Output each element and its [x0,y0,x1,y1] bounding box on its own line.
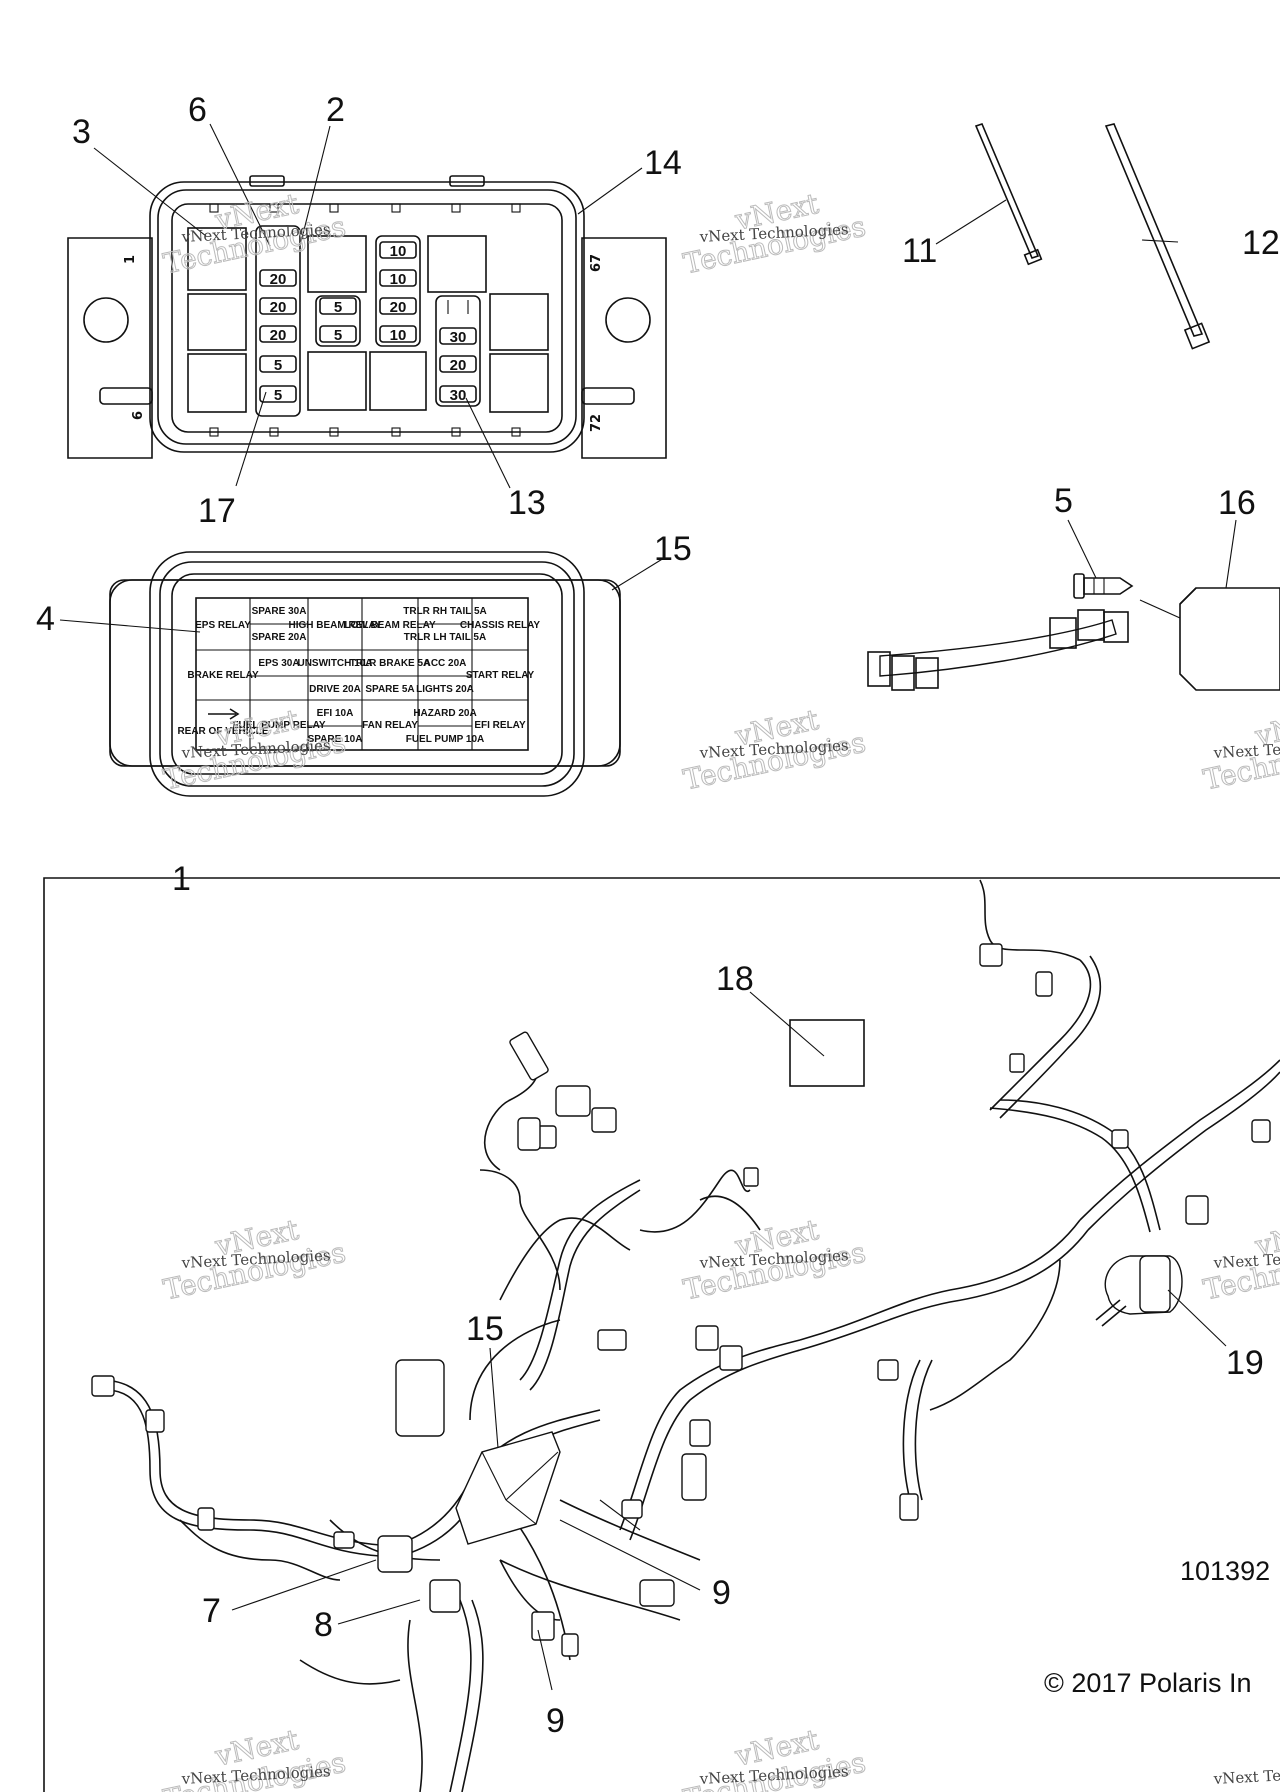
chart-cell: EPS 30A [258,658,299,669]
callout-8: 8 [314,1606,333,1644]
fuse-column-4: 30 20 30 [435,295,481,407]
fuse-value: 10 [390,327,407,344]
label-decal [789,1019,865,1087]
chart-cell: SPARE 20A [252,632,307,643]
housing-slots [209,203,521,437]
fuse-column-2: 5 5 [315,295,361,347]
fuse-value: 20 [270,299,287,316]
fuse-label-chart: EPS RELAY SPARE 30A SPARE 20A HIGH BEAM … [177,597,541,751]
callout-12: 12 [1242,224,1280,262]
chart-cell: START RELAY [466,670,535,681]
callout-1: 1 [172,860,191,898]
copyright-notice: © 2017 Polaris In [1044,1668,1252,1698]
watermark-text: vNext Technologies [1212,1246,1280,1272]
chart-cell: EFI 10A [317,708,354,719]
callout-16: 16 [1218,484,1256,522]
chart-cell: FUEL PUMP 10A [406,734,485,745]
callout-9: 9 [712,1574,731,1612]
chart-cell: LOW BEAM RELAY [344,620,436,631]
watermark-text: vNext Technologies [1212,736,1280,762]
watermark-text: vNext Technologies [1212,1762,1280,1788]
diagram-part-number: 101392 [1180,1556,1270,1586]
chart-cell: TRLR RH TAIL 5A [403,606,487,617]
screw [1073,573,1134,599]
leader-lines [59,123,1237,1691]
callout-13: 13 [508,484,546,522]
fuse-column-3: 10 10 20 10 [375,235,421,347]
main-harness-frame [43,877,1280,1792]
chart-cell: BRAKE RELAY [187,670,259,681]
fuse-value: 5 [334,327,342,344]
callout-18: 18 [716,960,754,998]
fuse-value: 30 [450,387,467,404]
callout-numbers: 3 6 2 14 11 12 17 13 5 16 15 4 1 18 15 1… [36,91,1280,1740]
cable-tie-long [1104,123,1211,350]
callout-15: 15 [466,1310,504,1348]
fuse-value: 5 [334,299,342,316]
fuse-value: 20 [390,299,407,316]
chart-cell: HIGH BEAM RELAY [289,620,382,631]
chart-cell: EFI RELAY [474,720,526,731]
callout-7: 7 [202,1592,221,1630]
chart-cell: FUEL PUMP RELAY [232,720,325,731]
chart-cell: TRLR LH TAIL 5A [404,632,486,643]
fuse-box-assembly: 20 20 20 5 5 5 5 10 10 20 10 [67,175,667,459]
callout-19: 19 [1226,1344,1264,1382]
chart-cell: DRIVE 20A [309,684,361,695]
fuse-value: 20 [270,327,287,344]
callout-3: 3 [72,113,91,151]
fuse-box-cover: EPS RELAY SPARE 30A SPARE 20A HIGH BEAM … [109,551,621,797]
main-wire-harness [91,879,1280,1792]
callout-15: 15 [654,530,692,568]
chart-cell: UNSWITCH 10A [297,658,372,669]
chart-cell: REAR OF VEHICLE [177,726,268,737]
chart-cell: SPARE 10A [308,734,363,745]
chart-cell: LIGHTS 20A [416,684,474,695]
pin-label: 67 [589,254,604,272]
callout-9: 9 [546,1702,565,1740]
fuse-value: 10 [390,243,407,260]
fuse-value: 30 [450,329,467,346]
fuse-value: 20 [270,271,287,288]
pin-label: 6 [131,411,146,420]
sub-harness [867,587,1280,691]
chart-cell: CHASSIS RELAY [460,620,541,631]
fuse-value: 5 [274,387,282,404]
chart-cell: FAN RELAY [362,720,418,731]
callout-5: 5 [1054,482,1073,520]
chart-cell: HAZARD 20A [413,708,476,719]
fuse-value: 5 [274,357,282,374]
callout-14: 14 [644,144,682,182]
chart-cell: ACC 20A [424,658,467,669]
fuse-value: 20 [450,357,467,374]
fuse-column-1: 20 20 20 5 5 [255,225,301,417]
relay-sockets [187,227,549,413]
pin-label: 72 [589,414,604,432]
chart-cell: EPS RELAY [195,620,251,631]
pin-label: 1 [123,255,138,264]
callout-17: 17 [198,492,236,530]
chart-cell: SPARE 5A [365,684,414,695]
callout-2: 2 [326,91,345,129]
fuse-value: 10 [390,271,407,288]
callout-4: 4 [36,600,55,638]
cable-tie-short [974,123,1043,266]
callout-11: 11 [902,232,937,270]
chart-cell: TRLR BRAKE 5A [350,658,431,669]
chart-cell: SPARE 30A [252,606,307,617]
callout-6: 6 [188,91,207,129]
